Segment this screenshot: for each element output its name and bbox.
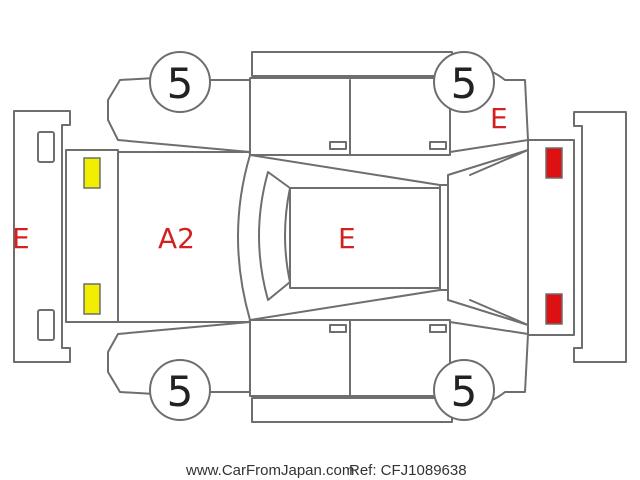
damage-code-rear-quarter: E (490, 102, 508, 135)
rear-bumper (573, 111, 627, 363)
tire-rear-right-rating: 5 (451, 367, 478, 416)
tire-front-right: 5 (149, 359, 211, 421)
rear-lamp-bottom (545, 293, 563, 325)
front-bumper (13, 110, 71, 363)
tire-front-left-rating: 5 (167, 59, 194, 108)
front-lamp-bottom (83, 283, 101, 315)
footer-site: www.CarFromJapan.com (185, 462, 354, 479)
damage-code-roof: E (338, 222, 356, 255)
tire-front-right-rating: 5 (167, 367, 194, 416)
damage-code-front-bumper: E (12, 222, 30, 255)
front-lamp-top (83, 157, 101, 189)
tire-rear-left: 5 (433, 51, 495, 113)
tire-rear-left-rating: 5 (451, 59, 478, 108)
damage-code-hood: A2 (158, 222, 195, 255)
tire-front-left: 5 (149, 51, 211, 113)
tire-rear-right: 5 (433, 359, 495, 421)
footer-ref: Ref: CFJ1089638 (349, 462, 467, 479)
rear-lamp-top (545, 147, 563, 179)
